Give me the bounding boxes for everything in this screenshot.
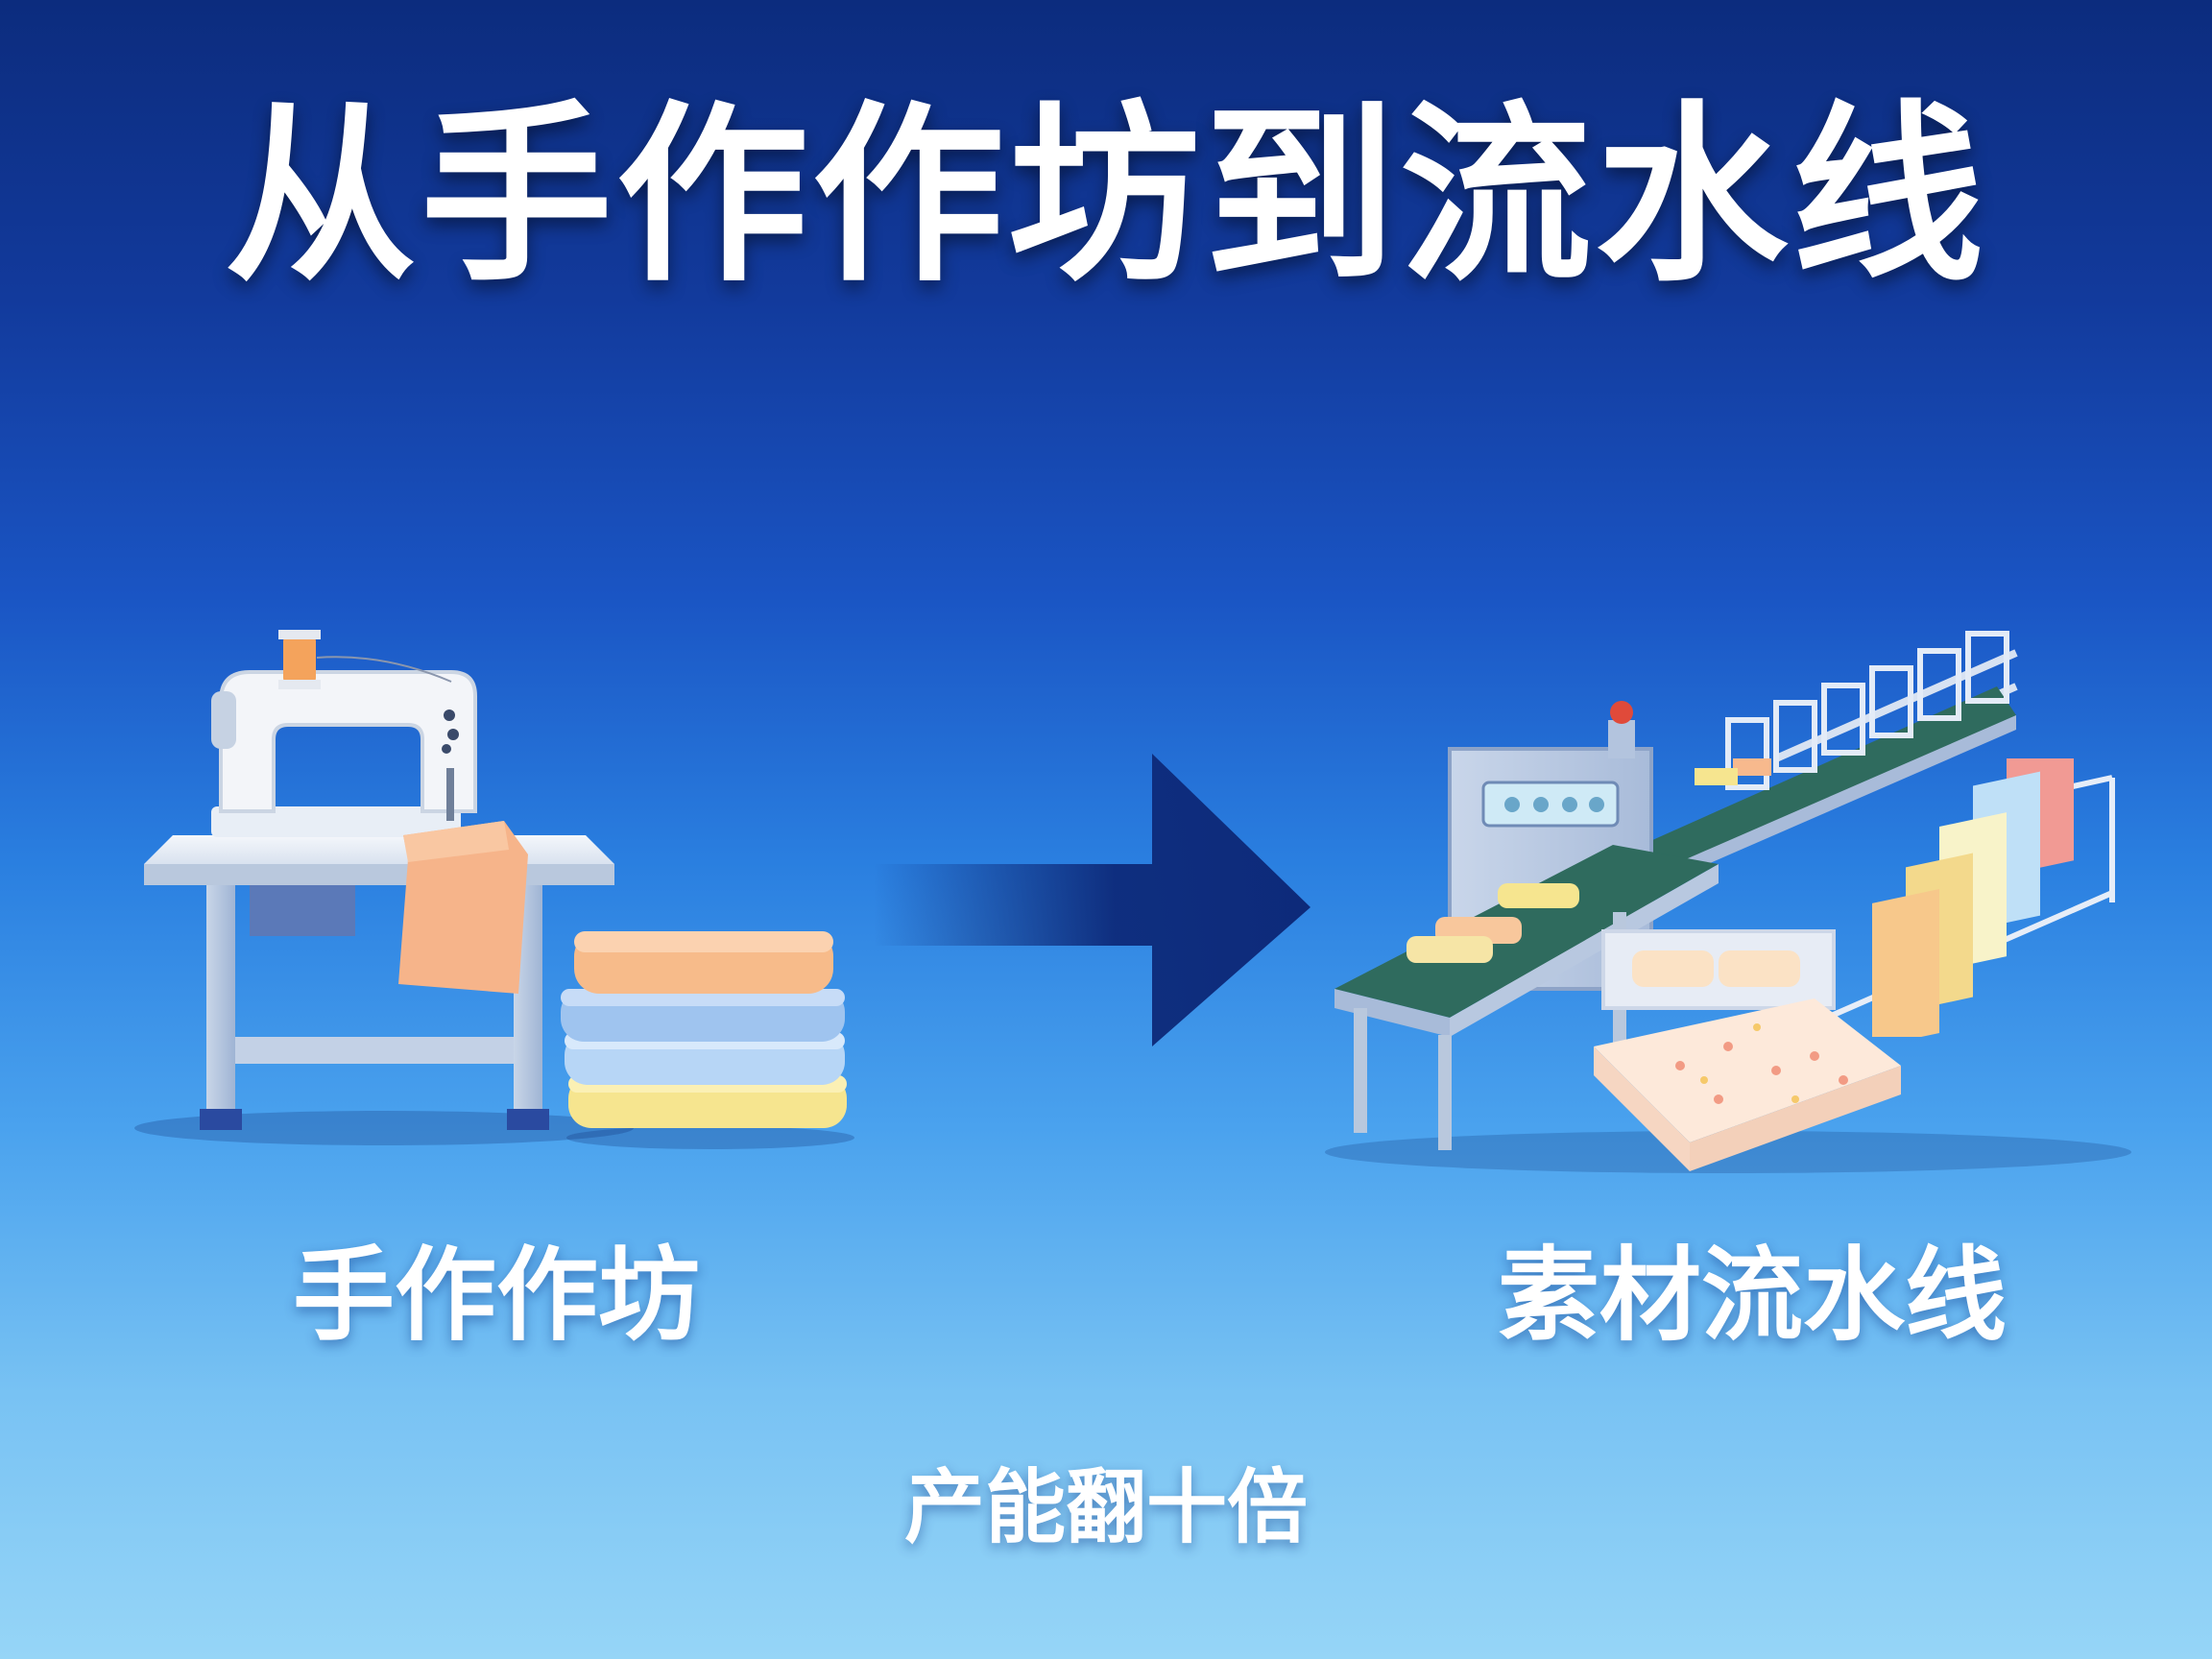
caption: 产能翻十倍 (903, 1460, 1308, 1554)
sewing-machine-table-icon (134, 630, 634, 1145)
page-title: 从手作作坊到流水线 (224, 84, 1987, 308)
left-label: 手作作坊 (293, 1237, 700, 1355)
textile-rack-icon (1803, 758, 2115, 1037)
right-arrow-icon (874, 754, 1310, 1046)
folded-fabric-stack-icon (561, 931, 854, 1149)
right-label: 素材流水线 (1498, 1237, 2007, 1355)
bed-with-quilt-icon (1594, 929, 1901, 1171)
conveyor-production-line-icon (1325, 631, 2131, 1173)
